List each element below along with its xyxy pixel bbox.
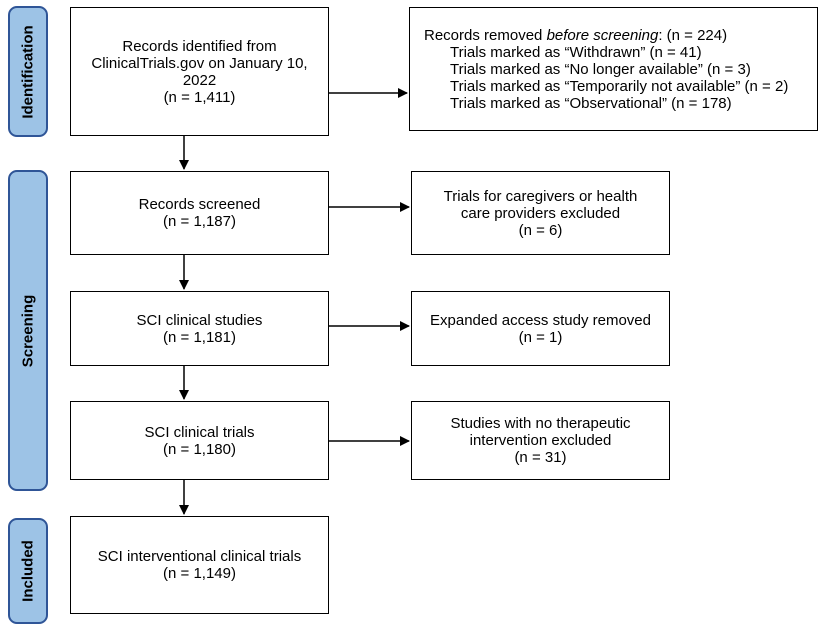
records-removed-title-prefix: Records removed: [424, 26, 547, 44]
records-removed-title: Records removed before screening: (n = 2…: [424, 27, 727, 44]
removed-no-longer-available: Trials marked as “No longer available” (…: [450, 60, 751, 78]
caregivers-excluded-box: Trials for caregivers or health care pro…: [411, 171, 670, 255]
removed-temporarily-not-available: Trials marked as “Temporarily not availa…: [450, 77, 789, 95]
expanded-access-removed-count: (n = 1): [518, 328, 563, 346]
removed-observational: Trials marked as “Observational” (n = 17…: [450, 94, 732, 112]
sci-clinical-trials-label: SCI clinical trials: [144, 423, 255, 441]
records-identified-line-3: 2022: [182, 71, 217, 89]
records-screened-count: (n = 1,187): [163, 213, 236, 230]
records-screened-label: Records screened: [138, 196, 261, 213]
phase-identification: Identification: [8, 6, 48, 137]
sci-clinical-studies-label: SCI clinical studies: [136, 311, 263, 329]
caregivers-excluded-line-1: Trials for caregivers or health: [443, 187, 638, 205]
records-identified-box: Records identified from ClinicalTrials.g…: [70, 7, 329, 136]
sci-clinical-trials-box: SCI clinical trials (n = 1,180): [70, 401, 329, 480]
no-therapeutic-excluded-count: (n = 31): [514, 449, 567, 466]
caregivers-excluded-count: (n = 6): [518, 221, 563, 239]
removed-withdrawn: Trials marked as “Withdrawn” (n = 41): [450, 43, 702, 61]
no-therapeutic-excluded-box: Studies with no therapeutic intervention…: [411, 401, 670, 480]
sci-interventional-trials-box: SCI interventional clinical trials (n = …: [70, 516, 329, 614]
sci-interventional-trials-label: SCI interventional clinical trials: [97, 548, 302, 565]
sci-clinical-trials-count: (n = 1,180): [163, 440, 236, 458]
no-therapeutic-excluded-line-1: Studies with no therapeutic: [450, 415, 631, 432]
records-identified-count: (n = 1,411): [163, 88, 236, 106]
caregivers-excluded-line-2: care providers excluded: [460, 204, 621, 222]
expanded-access-removed-label: Expanded access study removed: [430, 311, 651, 329]
records-identified-line-2: ClinicalTrials.gov on January 10,: [91, 54, 308, 72]
records-removed-box: Records removed before screening: (n = 2…: [409, 7, 818, 131]
sci-clinical-studies-box: SCI clinical studies (n = 1,181): [70, 291, 329, 366]
sci-interventional-trials-count: (n = 1,149): [163, 565, 236, 582]
phase-included: Included: [8, 518, 48, 624]
sci-clinical-studies-count: (n = 1,181): [163, 328, 236, 346]
phase-screening: Screening: [8, 170, 48, 491]
records-removed-title-suffix: : (n = 224): [658, 26, 728, 44]
no-therapeutic-excluded-line-2: intervention excluded: [469, 432, 612, 449]
records-screened-box: Records screened (n = 1,187): [70, 171, 329, 255]
records-removed-title-italic: before screening: [546, 26, 659, 44]
expanded-access-removed-box: Expanded access study removed (n = 1): [411, 291, 670, 366]
records-identified-line-1: Records identified from: [122, 37, 277, 55]
